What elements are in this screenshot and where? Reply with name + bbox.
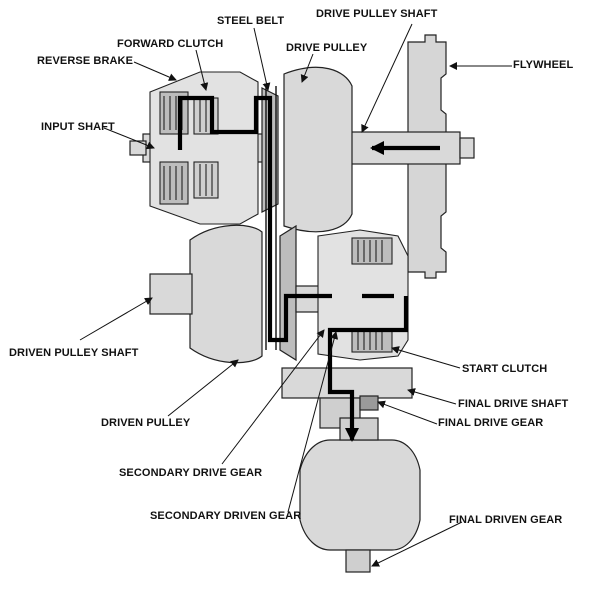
- label-driven-pulley-shaft: DRIVEN PULLEY SHAFT: [9, 347, 139, 359]
- label-flywheel: FLYWHEEL: [513, 59, 574, 71]
- label-secondary-drive-gear: SECONDARY DRIVE GEAR: [119, 467, 263, 479]
- label-secondary-driven-gear: SECONDARY DRIVEN GEAR: [150, 510, 302, 522]
- driven-pulley-part: [189, 224, 297, 364]
- label-final-drive-gear: FINAL DRIVE GEAR: [438, 417, 544, 429]
- power-flow-path: [177, 95, 440, 442]
- label-final-drive-shaft: FINAL DRIVE SHAFT: [458, 398, 569, 410]
- label-driven-pulley: DRIVEN PULLEY: [101, 417, 191, 429]
- label-forward-clutch: FORWARD CLUTCH: [117, 38, 224, 50]
- label-drive-pulley-shaft: DRIVE PULLEY SHAFT: [316, 8, 438, 20]
- final-driven-gear-part: [299, 417, 421, 573]
- label-final-driven-gear: FINAL DRIVEN GEAR: [449, 514, 563, 526]
- label-reverse-brake: REVERSE BRAKE: [37, 55, 134, 67]
- leader-lines: [79, 23, 512, 567]
- label-input-shaft: INPUT SHAFT: [41, 121, 115, 133]
- label-start-clutch: START CLUTCH: [462, 363, 548, 375]
- label-steel-belt: STEEL BELT: [217, 15, 285, 27]
- label-drive-pulley: DRIVE PULLEY: [286, 42, 368, 54]
- steel-belt-part: [265, 86, 277, 350]
- clutch-housing-part: [149, 71, 259, 225]
